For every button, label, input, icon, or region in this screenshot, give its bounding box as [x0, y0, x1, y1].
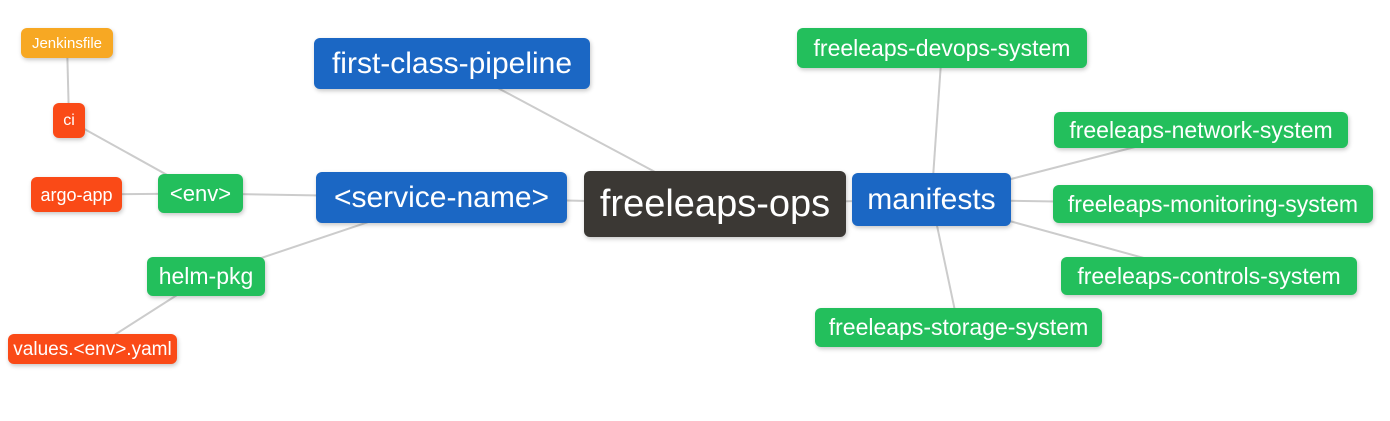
node-jenkinsfile[interactable]: Jenkinsfile — [21, 28, 113, 58]
node-manifests[interactable]: manifests — [852, 173, 1011, 226]
node-env[interactable]: <env> — [158, 174, 243, 213]
node-values-env-yaml[interactable]: values.<env>.yaml — [8, 334, 177, 364]
node-ci[interactable]: ci — [53, 103, 85, 138]
node-freeleaps-storage-system[interactable]: freeleaps-storage-system — [815, 308, 1102, 347]
node-argo-app[interactable]: argo-app — [31, 177, 122, 212]
node-freeleaps-controls-system[interactable]: freeleaps-controls-system — [1061, 257, 1357, 295]
node-freeleaps-devops-system[interactable]: freeleaps-devops-system — [797, 28, 1087, 68]
node-freeleaps-network-system[interactable]: freeleaps-network-system — [1054, 112, 1348, 148]
node-freeleaps-ops[interactable]: freeleaps-ops — [584, 171, 846, 237]
node-helm-pkg[interactable]: helm-pkg — [147, 257, 265, 296]
node-freeleaps-monitoring-system[interactable]: freeleaps-monitoring-system — [1053, 185, 1373, 223]
node-service-name[interactable]: <service-name> — [316, 172, 567, 223]
node-first-class-pipeline[interactable]: first-class-pipeline — [314, 38, 590, 89]
